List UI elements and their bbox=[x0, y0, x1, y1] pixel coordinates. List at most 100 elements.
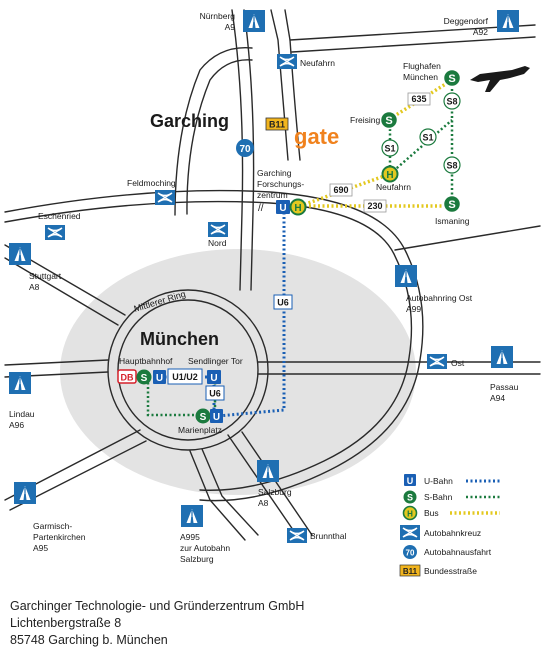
flughafen-label-2: München bbox=[403, 72, 438, 82]
legend-sbahn-label: S-Bahn bbox=[424, 492, 453, 502]
a99-label-1: Autobahnring Ost bbox=[406, 293, 473, 303]
a95-label-2: Partenkirchen bbox=[33, 532, 86, 542]
svg-text:S: S bbox=[448, 73, 455, 85]
sendlinger-tor-label: Sendlinger Tor bbox=[188, 356, 243, 366]
garching-fz-label-3: zentrum bbox=[257, 190, 288, 200]
a8-salzburg-label-2: A8 bbox=[258, 498, 269, 508]
a995-label-3: Salzburg bbox=[180, 554, 214, 564]
kreuz-eschenried-icon bbox=[44, 224, 66, 241]
a96-icon bbox=[9, 372, 31, 394]
a99-label-2: A99 bbox=[406, 304, 421, 314]
garching-fz-label-2: Forschungs- bbox=[257, 179, 304, 189]
town-title: Garching bbox=[150, 111, 229, 131]
legend-bundesstrasse-label: Bundesstraße bbox=[424, 566, 477, 576]
a9-icon bbox=[243, 10, 265, 32]
svg-text:S: S bbox=[141, 373, 148, 384]
legend-ubahn-label: U-Bahn bbox=[424, 476, 453, 486]
a99-icon bbox=[395, 265, 417, 287]
b11-badge bbox=[265, 117, 289, 131]
svg-text:U: U bbox=[210, 373, 217, 384]
map: 70 B11 gate S S H S U H DB S U U bbox=[4, 9, 541, 577]
exit-marker: // bbox=[258, 203, 264, 214]
u6-north-label: U6 bbox=[277, 298, 289, 308]
junction-ost-label: Ost bbox=[451, 358, 465, 368]
address-block: Garchinger Technologie- und Gründerzentr… bbox=[10, 598, 304, 649]
s8-bottom-label: S8 bbox=[446, 161, 457, 171]
a8-stuttgart-label-1: Stuttgart bbox=[29, 271, 62, 281]
garching-fz-label-1: Garching bbox=[257, 168, 292, 178]
a92-label-1: Deggendorf bbox=[444, 16, 489, 26]
svg-text:U: U bbox=[156, 373, 163, 384]
bus-635-label: 635 bbox=[411, 94, 426, 104]
a94-label-2: A94 bbox=[490, 393, 505, 403]
line-labels: S8 S1 S1 S8 635 690 230 U6 U6 U1/U2 bbox=[167, 92, 461, 401]
hauptbahnhof-label: Hauptbahnhof bbox=[119, 356, 173, 366]
a995-icon bbox=[181, 505, 203, 527]
junction-nord-label: Nord bbox=[208, 238, 227, 248]
junction-neufahrn-label: Neufahrn bbox=[300, 58, 335, 68]
flughafen-label-1: Flughafen bbox=[403, 61, 441, 71]
bus-230-label: 230 bbox=[367, 201, 382, 211]
svg-text:H: H bbox=[407, 510, 413, 519]
a9-label-1: Nürnberg bbox=[200, 11, 236, 21]
neufahrn-station-label: Neufahrn bbox=[376, 182, 411, 192]
motorway-labels: Nürnberg A9 Deggendorf A92 bbox=[200, 11, 489, 37]
svg-text:S: S bbox=[407, 493, 413, 503]
svg-text:S: S bbox=[200, 412, 207, 423]
legend-ausfahrt-label: Autobahnausfahrt bbox=[424, 547, 492, 557]
svg-text:B11: B11 bbox=[403, 567, 418, 576]
b11-label: B11 bbox=[269, 120, 285, 130]
station-freising: S bbox=[379, 110, 399, 130]
legend-bus-label: Bus bbox=[424, 508, 439, 518]
station-flughafen: S bbox=[442, 68, 462, 88]
a95-label-3: A95 bbox=[33, 543, 48, 553]
freising-label: Freising bbox=[350, 115, 381, 125]
a92-icon bbox=[497, 10, 519, 32]
city-title: München bbox=[140, 329, 219, 349]
city-address: 85748 Garching b. München bbox=[10, 633, 168, 647]
s1-left-label: S1 bbox=[384, 144, 395, 154]
svg-text:U: U bbox=[407, 476, 414, 486]
u6-center-label: U6 bbox=[209, 389, 221, 399]
svg-text:U: U bbox=[213, 412, 220, 423]
kreuz-nord-icon bbox=[207, 221, 229, 238]
kreuz-feldmoching-icon bbox=[154, 189, 176, 206]
exit-70-badge bbox=[236, 139, 254, 157]
ismaning-label: Ismaning bbox=[435, 216, 470, 226]
junction-eschenried-label: Eschenried bbox=[38, 211, 81, 221]
a95-icon bbox=[14, 482, 36, 504]
gate-logo: gate bbox=[294, 124, 339, 149]
street-address: Lichtenbergstraße 8 bbox=[10, 616, 122, 630]
a9-label-2: A9 bbox=[225, 22, 236, 32]
legend-kreuz-icon bbox=[399, 524, 421, 541]
a8-salzburg-icon bbox=[257, 460, 279, 482]
a995-label-1: A995 bbox=[180, 532, 200, 542]
a995-label-2: zur Autobahn bbox=[180, 543, 230, 553]
station-garching-fz: U H bbox=[276, 198, 307, 216]
junction-feldmoching-label: Feldmoching bbox=[127, 178, 176, 188]
a96-label-2: A96 bbox=[9, 420, 24, 430]
company-name: Garchinger Technologie- und Gründerzentr… bbox=[10, 599, 305, 613]
marienplatz-label: Marienplatz bbox=[178, 425, 222, 435]
legend: U U-Bahn S S-Bahn H Bus Autobahnkreuz 70… bbox=[399, 474, 500, 577]
kreuz-neufahrn-icon bbox=[276, 53, 298, 70]
exit-70-label: 70 bbox=[239, 144, 251, 155]
station-neufahrn-bus: H bbox=[381, 165, 399, 183]
legend-kreuz-label: Autobahnkreuz bbox=[424, 528, 481, 538]
svg-text:S: S bbox=[448, 199, 455, 211]
s1-right-label: S1 bbox=[422, 133, 433, 143]
svg-text:DB: DB bbox=[121, 373, 134, 383]
station-sendlinger-tor: U bbox=[207, 370, 221, 384]
a96-label-1: Lindau bbox=[9, 409, 35, 419]
svg-text:S: S bbox=[385, 115, 392, 127]
svg-text:H: H bbox=[294, 203, 301, 214]
bus-690-label: 690 bbox=[333, 185, 348, 195]
s8-top-label: S8 bbox=[446, 97, 457, 107]
station-ismaning: S bbox=[442, 194, 462, 214]
junction-brunnthal-label: Brunnthal bbox=[310, 531, 346, 541]
city-area bbox=[60, 249, 416, 495]
kreuz-ost-icon bbox=[426, 353, 448, 370]
a8-salzburg-label-1: Salzburg bbox=[258, 487, 292, 497]
a94-icon bbox=[491, 346, 513, 368]
u1u2-label: U1/U2 bbox=[172, 372, 198, 382]
